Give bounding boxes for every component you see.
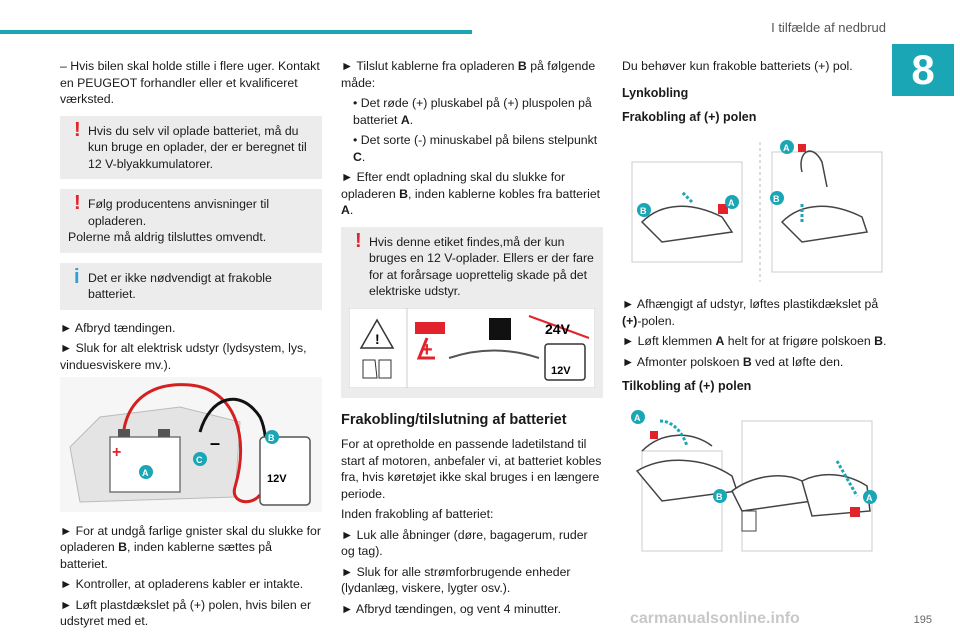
subheading: Tilkobling af (+) polen [622,379,752,393]
warning-text: Hvis denne etiket findes,må der kun brug… [369,234,594,299]
red-cable [122,383,262,504]
label-b: B [268,433,275,443]
charger-shape [259,436,311,506]
page-number: 195 [913,614,932,626]
svg-text:A: A [728,198,735,208]
plus-sign: + [112,444,121,461]
voltage-warning-label: ! + 24V 12V [349,307,595,388]
warning-triangle-icon [359,317,395,349]
warning-icon: ! [74,192,81,214]
label-c: C [196,455,203,465]
info-text: Det er ikke nødvendigt at frakoble batte… [88,270,272,302]
section-title: I tilfælde af nedbrud [771,20,886,35]
step-text: ► For at undgå farlige gnister skal du s… [60,523,321,571]
disconnect-figure: A B A B [631,139,883,282]
info-box: i Det er ikke nødvendigt at frakoble bat… [60,262,322,310]
subheading: Frakobling af (+) polen [622,110,757,124]
watermark: carmanualsonline.info [630,610,800,627]
warning-box-charger: ! Hvis du selv vil oplade batteriet, må … [60,115,322,179]
svg-text:A: A [634,413,641,423]
svg-text:A: A [866,493,873,503]
warning-box-polarity: ! Følg producentens anvisninger til opla… [60,189,322,253]
battery-charging-figure: + – 12V A B C [60,377,322,512]
sub-step-text: • Det røde (+) pluskabel på (+) pluspole… [353,96,592,127]
black-clamp-icon [489,317,511,340]
step-text: ► Tilslut kablerne fra opladeren B på fø… [341,59,596,90]
step-text: ► Sluk for alt elektrisk udstyr (lydsyst… [60,341,307,372]
step-text: ► Løft klemmen A helt for at frigøre pol… [622,334,887,348]
red-clamp-icon [415,321,445,334]
step-text: ► Sluk for alle strømforbrugende enheder… [341,564,571,596]
svg-text:+: + [421,339,433,361]
svg-text:B: B [640,206,647,216]
label-a: A [142,468,149,478]
lift-arrow-icon [680,190,694,203]
column-1: – Hvis bilen skal holde stille i flere u… [60,58,322,634]
step-text: ► Efter endt opladning skal du slukke fo… [341,170,601,217]
down-arrow-icon [835,459,859,497]
down-arrow-icon [416,336,435,359]
column-2: ► Tilslut kablerne fra opladeren B på fø… [341,58,603,621]
paragraph: For at opretholde en passende ladetilsta… [341,437,602,501]
charger-voltage: 12V [267,473,287,485]
svg-text:B: B [716,492,723,502]
sub-step-text: • Det sorte (-) minuskabel på bilens ste… [353,133,598,164]
step-text: ► Kontroller, at opladerens kabler er in… [60,577,304,591]
minus-sign: – [210,433,220,453]
warning-text: Polerne må aldrig tilsluttes omvendt. [68,230,267,244]
header-accent-bar [0,30,472,34]
battery-shape [109,436,181,493]
paragraph: Inden frakobling af batteriet: [341,507,494,521]
step-text: ► Afbryd tændingen. [60,320,176,335]
section-heading: Frakobling/tilslutning af batteriet [341,411,567,428]
svg-text:B: B [773,194,780,204]
svg-text:A: A [783,143,790,153]
warning-text: Følg producentens anvisninger til oplade… [88,197,270,228]
step-text: ► Løft plastdækslet på (+) polen, hvis b… [60,597,312,629]
step-text: ► Afmonter polskoen B ved at løfte den. [622,354,844,369]
svg-text:!: ! [375,331,380,347]
battery-icon [544,342,586,381]
connect-figure: A B A [631,409,877,551]
manual-book-icon [362,359,392,378]
terminal-clamp-shape [640,205,734,243]
step-text: ► Afhængigt af udstyr, løftes plastikdæk… [622,297,879,328]
warning-icon: ! [355,229,362,252]
warning-box-label: ! Hvis denne etiket findes,må der kun br… [341,226,603,398]
warning-text: Hvis du selv vil oplade batteriet, må du… [88,123,307,171]
rotate-arrow-icon [659,419,689,447]
column-3: Du behøver kun frakoble batteriets (+) p… [622,58,890,565]
red-cover-icon [718,203,728,214]
label-12v: 12V [551,365,571,377]
intro-text: Du behøver kun frakoble batteriets (+) p… [622,59,853,73]
intro-text: – Hvis bilen skal holde stille i flere u… [60,59,320,106]
label-24v: 24V [545,321,571,337]
chapter-number: 8 [892,44,954,96]
step-text: ► Afbryd tændingen, og vent 4 minutter. [341,601,561,616]
subheading: Lynkobling [622,85,689,100]
warning-icon: ! [74,118,81,141]
info-icon: i [74,265,80,288]
step-text: ► Luk alle åbninger (døre, bagagerum, ru… [341,527,588,559]
